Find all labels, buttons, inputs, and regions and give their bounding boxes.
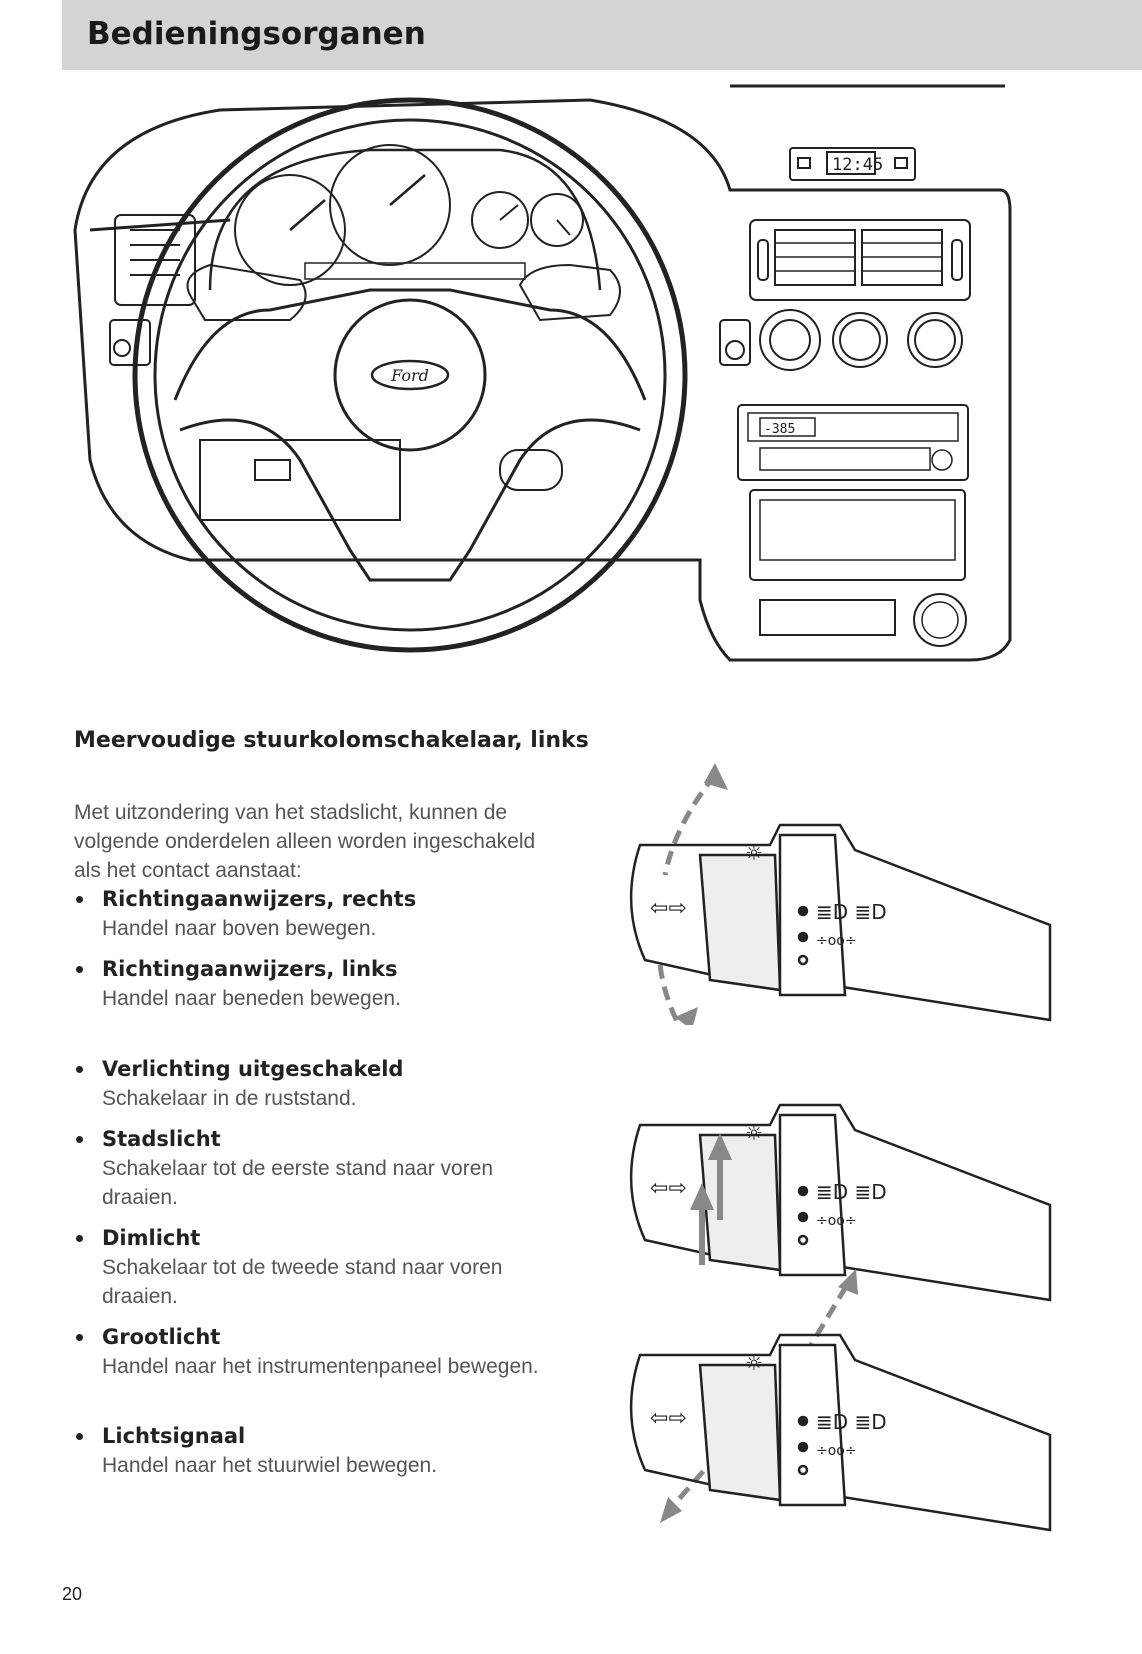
stalk-illustration-lights: ⇦⇨ ☼ ≣D ≣D ÷oo÷ [629,1103,1052,1302]
item-title: Richtingaanwijzers, rechts [102,887,417,911]
radio-display: -385 [764,422,795,437]
svg-text:÷oo÷: ÷oo÷ [816,933,857,949]
item-title: Grootlicht [102,1325,221,1349]
item-description: Schakelaar tot de eerste stand naar vore… [102,1157,494,1209]
bullet-dot [76,896,83,903]
stalk-illustration-high-beam: ⇦⇨ ☼ ≣D ≣D ÷oo÷ [629,1269,1052,1532]
item-description: Handel naar beneden bewegen. [102,987,401,1010]
svg-text:≣D ≣D: ≣D ≣D [816,1410,887,1434]
page-number: 20 [62,1584,83,1604]
svg-text:☼: ☼ [745,1121,763,1145]
ford-logo: Ford [390,366,429,385]
header-bar: Bedieningsorganen [62,0,1142,70]
svg-text:≣D ≣D: ≣D ≣D [816,1180,887,1204]
svg-text:÷oo÷: ÷oo÷ [816,1213,857,1229]
item-description: Schakelaar in de ruststand. [102,1087,357,1110]
bullet-dot [76,1235,83,1242]
item-description: Schakelaar tot de tweede stand naar vore… [102,1256,503,1308]
bullet-dot [76,966,83,973]
item-title: Lichtsignaal [102,1424,246,1448]
bullet-dot [76,1066,83,1073]
item-title: Dimlicht [102,1226,201,1250]
svg-text:⇦⇨: ⇦⇨ [650,896,687,921]
page-title: Bedieningsorganen [87,16,426,52]
bullet-dot [76,1136,83,1143]
clock-display: 12:45 [832,155,883,175]
item-description: Handel naar het instrumentenpaneel beweg… [102,1355,539,1378]
item-title: Verlichting uitgeschakeld [102,1057,404,1081]
item-description: Handel naar het stuurwiel bewegen. [102,1454,438,1477]
intro-text: Met uitzondering van het stadslicht, kun… [74,801,536,882]
svg-text:☼: ☼ [745,1351,763,1375]
svg-text:⇦⇨: ⇦⇨ [650,1176,687,1201]
item-title: Richtingaanwijzers, links [102,957,398,981]
dashboard-illustration: 12:45 -385 Ford [73,84,1012,662]
svg-text:÷oo÷: ÷oo÷ [816,1443,857,1459]
bullet-dot [76,1334,83,1341]
svg-text:☼: ☼ [745,841,763,865]
svg-text:≣D ≣D: ≣D ≣D [816,900,887,924]
svg-text:⇦⇨: ⇦⇨ [650,1406,687,1431]
bullet-dot [76,1433,83,1440]
item-description: Handel naar boven bewegen. [102,917,377,940]
section-title: Meervoudige stuurkolomschakelaar, links [74,728,589,753]
item-title: Stadslicht [102,1127,221,1151]
stalk-illustration-turn-signals: ⇦⇨ ☼ ≣D ≣D ÷oo÷ [629,763,1052,1025]
